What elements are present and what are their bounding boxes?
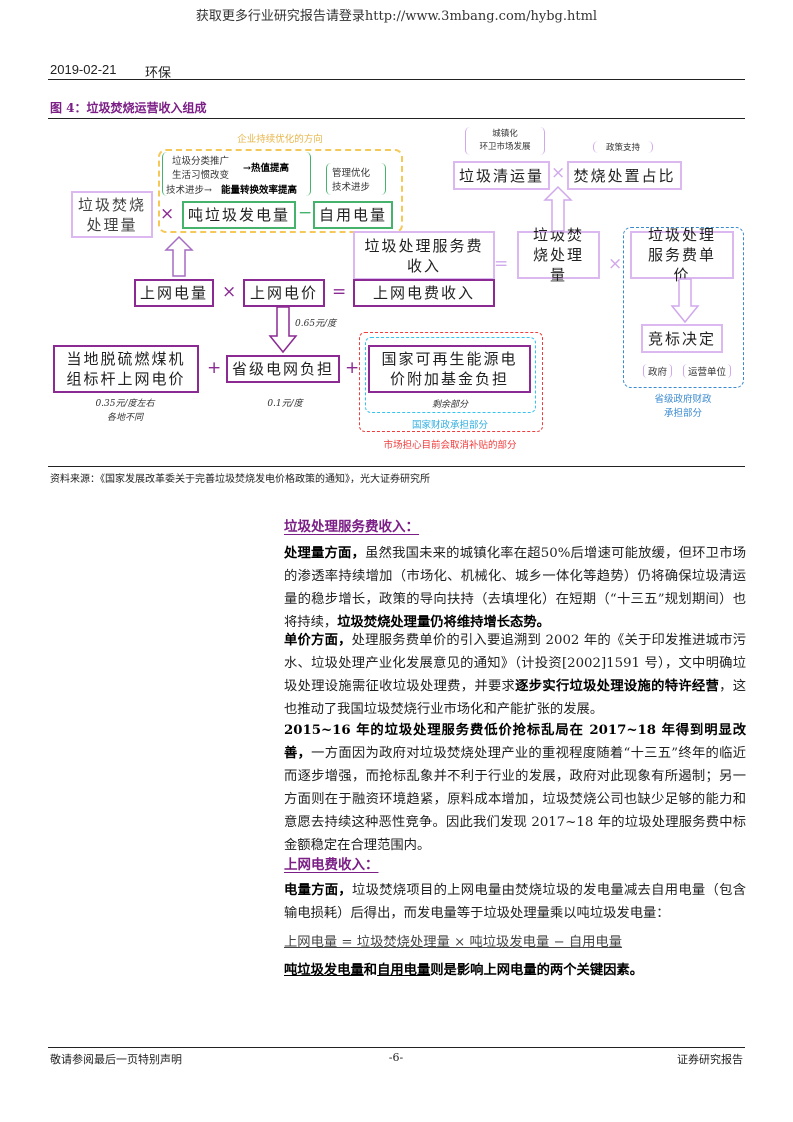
para-lead: 电量方面， (284, 883, 352, 898)
op-equals: = (494, 254, 509, 274)
box-incin-ratio: 焚烧处置占比 (567, 161, 682, 190)
op-plus: + (345, 358, 360, 378)
operator-note: 运营单位 (683, 364, 732, 378)
header-rule (48, 79, 745, 80)
opt-line-3: 技术进步→ (166, 185, 212, 196)
optimize-label: 企业持续优化的方向 (237, 134, 323, 145)
box-grid-income: 上网电费收入 (353, 279, 495, 307)
para-emphasis: 垃圾焚烧处理量仍将维持增长态势。 (337, 615, 550, 630)
urbanization-note: 城镇化 (492, 129, 518, 139)
formula: 上网电量 = 垃圾焚烧处理量 × 吨垃圾发电量 − 自用电量 (284, 935, 623, 950)
op-times: × (608, 254, 623, 274)
footer-disclaimer: 敬请参阅最后一页特别声明 (50, 1053, 182, 1066)
price-065: 0.65元/度 (295, 319, 337, 329)
section-heading-service-fee: 垃圾处理服务费收入： (284, 519, 419, 535)
para-lead: 2015~16 年的垃圾处理服务费低价抢标乱局在 2017~18 年得到明显改善… (284, 723, 746, 761)
para-emphasis: 自用电量 (377, 963, 431, 978)
optimize-dashed-box (158, 149, 403, 233)
box-bidding: 竞标决定 (641, 324, 723, 353)
para-text: 垃圾焚烧项目的上网电量由焚烧垃圾的发电量减去自用电量（包含输电损耗）后得出，而发… (284, 883, 747, 921)
urbanization-brace-icon (465, 127, 545, 155)
box-unit-fee: 垃圾处理服务费单价 (630, 226, 734, 284)
op-times: × (160, 204, 175, 224)
page-number: -6- (388, 1051, 404, 1064)
box-collection: 垃圾清运量 (453, 161, 550, 190)
mgmt-brace-icon (326, 163, 386, 195)
box-service-fee-income: 垃圾处理服务费收入 (353, 231, 495, 280)
paragraph-key-factors: 吨垃圾发电量和自用电量则是影响上网电量的两个关键因素。 (284, 959, 746, 982)
para-emphasis: 逐步实行垃圾处理设施的特许经营 (515, 679, 720, 694)
para-emphasis: 吨垃圾发电量 (284, 963, 364, 978)
figure-source: 资料来源：《国家发展改革委关于完善垃圾焚烧发电价格政策的通知》，光大证券研究所 (50, 474, 430, 485)
opt-line-heat: →热值提高 (243, 163, 289, 174)
report-date: 2019-02-21 (50, 62, 117, 77)
para-lead: 单价方面， (284, 633, 352, 648)
para-lead: 处理量方面， (284, 546, 366, 561)
figure-title: 图 4：垃圾焚烧运营收入组成 (50, 101, 207, 115)
provincial-fiscal-label-2: 承担部分 (663, 408, 702, 419)
mgmt-line-2: 技术进步 (332, 182, 371, 193)
para-text: ，这也推动了我国垃圾焚烧行业市场化和产能扩张的发展。 (284, 679, 747, 717)
price-035-note: 各地不同 (106, 413, 143, 423)
mgmt-line-1: 管理优化 (332, 168, 371, 179)
price-035: 0.35元/度左右 (95, 399, 155, 409)
box-renewable: 国家可再生能源电价附加基金负担 (368, 345, 531, 393)
footer-rule (48, 1047, 745, 1048)
arrow-down-icon (268, 306, 298, 354)
right-brace-icon (305, 152, 311, 196)
section-heading-grid-income: 上网电费收入： (284, 857, 379, 873)
footer-report-type: 证券研究报告 (677, 1053, 743, 1066)
opt-line-2: 生活习惯改变 (172, 170, 230, 181)
paragraph-unit-price: 单价方面，处理服务费单价的引入要追溯到 2002 年的《关于印发推进城市污水、垃… (284, 629, 746, 721)
box-grid-power: 上网电量 (134, 279, 214, 307)
remaining-label: 剩余部分 (431, 400, 468, 410)
para-text: 虽然我国未来的城镇化率在超50%后增速可能放缓，但环卫市场的渗透率持续增加（市场… (284, 546, 747, 630)
paragraph-volume: 处理量方面，虽然我国未来的城镇化率在超50%后增速可能放缓，但环卫市场的渗透率持… (284, 542, 746, 634)
price-01: 0.1元/度 (267, 399, 303, 409)
figure-rule (48, 118, 745, 119)
op-equals: = (332, 282, 347, 302)
op-times: × (551, 163, 566, 183)
box-grid-price: 上网电价 (243, 279, 325, 307)
para-text: 则是影响上网电量的两个关键因素。 (430, 963, 644, 978)
arrow-up-icon (543, 185, 573, 232)
box-coal-price: 当地脱硫燃煤机组标杆上网电价 (53, 345, 199, 393)
box-per-ton-power: 吨垃圾发电量 (182, 201, 296, 229)
opt-line-efficiency: 能量转换效率提高 (221, 185, 298, 196)
para-text: 处理服务费单价的引入要追溯到 2002 年的《关于印发推进城市污水、垃圾处理产业… (284, 633, 746, 694)
provincial-fiscal-region (623, 227, 744, 388)
national-fiscal-label: 国家财政承担部分 (411, 420, 488, 431)
subsidy-risk-region (359, 332, 543, 432)
source-rule (48, 466, 745, 467)
box-waste-volume-left: 垃圾焚烧处理量 (71, 191, 153, 238)
para-text: 和 (363, 963, 378, 978)
national-fiscal-region (365, 337, 536, 413)
subsidy-risk-label: 市场担心目前会取消补贴的部分 (383, 440, 517, 451)
paragraph-power: 电量方面，垃圾焚烧项目的上网电量由焚烧垃圾的发电量减去自用电量（包含输电损耗）后… (284, 879, 746, 925)
op-times: × (222, 282, 237, 302)
op-plus: + (207, 358, 222, 378)
report-sector: 环保 (145, 66, 172, 81)
urbanization-note-2: 环卫市场发展 (479, 142, 531, 152)
opt-line-1: 垃圾分类推广 (172, 156, 230, 167)
arrow-down-icon (670, 278, 700, 324)
box-waste-volume-right: 垃圾焚烧处理量 (517, 226, 600, 284)
box-provincial: 省级电网负担 (226, 355, 340, 383)
provincial-fiscal-label: 省级政府财政 (654, 394, 712, 405)
op-minus: − (298, 203, 313, 223)
gov-note: 政府 (643, 364, 673, 378)
arrow-up-icon (164, 235, 194, 277)
box-self-use: 自用电量 (313, 201, 393, 229)
policy-note: 政策支持 (593, 141, 653, 153)
para-text: 一方面因为政府对垃圾焚烧处理产业的重视程度随着“十三五”终年的临近而逐步增强，而… (284, 746, 746, 853)
paragraph-bidding: 2015~16 年的垃圾处理服务费低价抢标乱局在 2017~18 年得到明显改善… (284, 719, 746, 857)
left-brace-icon (162, 152, 168, 196)
top-banner: 获取更多行业研究报告请登录http://www.3mbang.com/hybg.… (195, 9, 598, 24)
